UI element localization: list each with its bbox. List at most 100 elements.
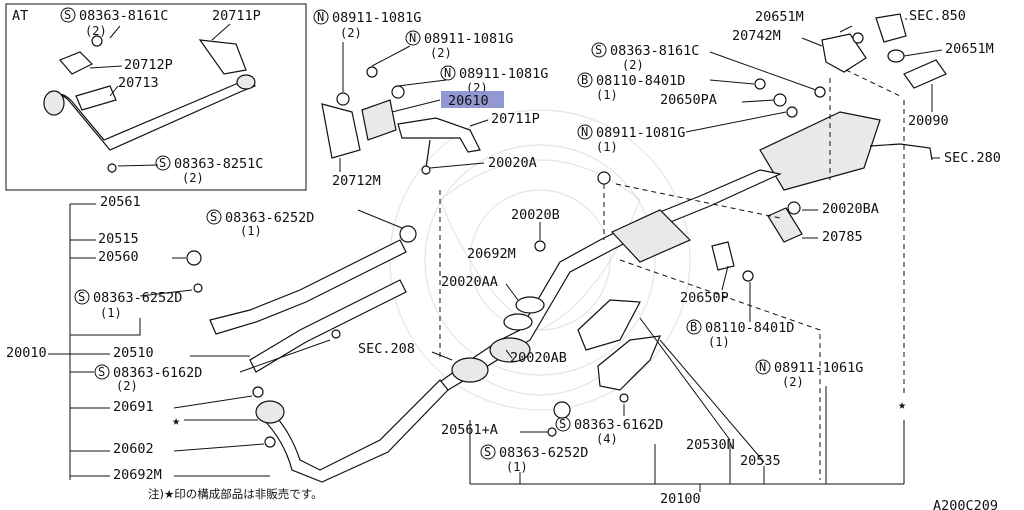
inset-bolt — [91, 35, 103, 47]
label-20020a[interactable]: 20020A — [488, 155, 537, 171]
bolt — [331, 329, 341, 339]
highlight-20610 — [441, 91, 504, 108]
label-sec-280[interactable]: SEC.280 — [944, 150, 1001, 166]
inset-bolt — [107, 163, 117, 173]
label-20090[interactable]: 20090 — [908, 113, 949, 129]
main-muffler — [759, 111, 881, 191]
label-08911-1081g-d[interactable]: 08911-1081G — [596, 125, 685, 141]
label-sec-208[interactable]: SEC.208 — [358, 341, 415, 357]
mount-20561a — [553, 401, 571, 419]
label-20650pa[interactable]: 20650PA — [660, 92, 717, 108]
nut — [852, 32, 864, 44]
label-20561a[interactable]: 20561+A — [441, 422, 498, 438]
diagram-id: A200C209 — [933, 498, 998, 510]
s-prefix: S — [159, 156, 166, 170]
label-08363-6162d-a[interactable]: 08363-6162D — [113, 365, 202, 381]
label-20020ab[interactable]: 20020AB — [510, 350, 567, 366]
label-20530n[interactable]: 20530N — [686, 437, 735, 453]
qty: (2) — [340, 26, 362, 40]
mid-right-group: 20020B 20020BA 20692M 20785 20020AA 2065… — [439, 169, 879, 480]
bolt — [814, 86, 826, 98]
inset-frame — [5, 3, 307, 191]
inset-bracket-20712p — [58, 51, 94, 75]
s-prefix: S — [595, 43, 602, 57]
label-20651m-top[interactable]: 20651M — [755, 9, 804, 25]
label-20100[interactable]: 20100 — [660, 491, 701, 507]
label-20650p[interactable]: 20650P — [680, 290, 729, 306]
gasket — [515, 296, 545, 314]
label-08911-1061g[interactable]: 08911-1061G — [774, 360, 863, 376]
hanger-20742m — [821, 33, 867, 73]
b-prefix: B — [581, 73, 588, 87]
label-20560[interactable]: 20560 — [98, 249, 139, 265]
qty: (1) — [506, 460, 528, 474]
label-20742m[interactable]: 20742M — [732, 28, 781, 44]
watermark-emblem — [389, 109, 691, 411]
gasket — [503, 313, 533, 331]
label-20510[interactable]: 20510 — [113, 345, 154, 361]
qty: (1) — [596, 88, 618, 102]
s-prefix: S — [210, 210, 217, 224]
n-prefix: N — [409, 31, 416, 45]
nut — [534, 240, 546, 252]
s-prefix: S — [78, 290, 85, 304]
inset-flange — [236, 74, 256, 90]
label-20712m[interactable]: 20712M — [332, 173, 381, 189]
heat-shield-20510 — [249, 279, 407, 373]
label-08911-1081g-c[interactable]: 08911-1081G — [459, 66, 548, 82]
qty: (2) — [85, 24, 107, 38]
label-08363-6162d-b[interactable]: 08363-6162D — [574, 417, 663, 433]
label-20535[interactable]: 20535 — [740, 453, 781, 469]
label-inset-20711p[interactable]: 20711P — [212, 8, 261, 24]
label-20010[interactable]: 20010 — [6, 345, 47, 361]
heat-shield-20530n — [577, 299, 641, 351]
label-20561[interactable]: 20561 — [100, 194, 141, 210]
inset-bracket-20711p — [198, 39, 247, 75]
label-inset-08363-8161c[interactable]: 08363-8161C — [79, 8, 168, 24]
bolt-head — [421, 165, 431, 175]
star-mark-right: ★ — [898, 397, 906, 413]
label-20020aa[interactable]: 20020AA — [441, 274, 498, 290]
label-20711p[interactable]: 20711P — [491, 111, 540, 127]
inset-flange — [43, 90, 65, 116]
front-exhaust-tube — [261, 379, 449, 483]
label-inset-20713[interactable]: 20713 — [118, 75, 159, 91]
label-inset-20712p[interactable]: 20712P — [124, 57, 173, 73]
label-20610[interactable]: 20610 — [448, 93, 489, 109]
rubber-20651m — [887, 49, 905, 63]
mount-20650p — [711, 241, 735, 271]
label-08363-6252d-c[interactable]: 08363-6252D — [499, 445, 588, 461]
label-20692m-bot[interactable]: 20692M — [113, 467, 162, 483]
s-prefix: S — [559, 417, 566, 431]
catalytic-converter — [451, 357, 489, 383]
top-right-group: 20651M SEC.850 20742M 20651M S 08363-816… — [577, 8, 1001, 396]
label-20651m-right[interactable]: 20651M — [945, 41, 994, 57]
label-20602[interactable]: 20602 — [113, 441, 154, 457]
bolt-08110 — [754, 78, 766, 90]
label-08110-8401d-top[interactable]: 08110-8401D — [596, 73, 685, 89]
label-20691[interactable]: 20691 — [113, 399, 154, 415]
label-08363-8161c[interactable]: 08363-8161C — [610, 43, 699, 59]
qty: (2) — [782, 375, 804, 389]
label-20785[interactable]: 20785 — [822, 229, 863, 245]
label-20020ba[interactable]: 20020BA — [822, 201, 879, 217]
label-20692m-mid[interactable]: 20692M — [467, 246, 516, 262]
n-prefix: N — [444, 66, 451, 80]
label-08911-1081g-a[interactable]: 08911-1081G — [332, 10, 421, 26]
qty: (2) — [182, 171, 204, 185]
label-20020b[interactable]: 20020B — [511, 207, 560, 223]
footnote: 注)★印の構成部品は非販売です。 — [148, 487, 323, 501]
s-mark — [155, 155, 171, 171]
label-08363-6252d-a[interactable]: 08363-6252D — [225, 210, 314, 226]
clamp-20560 — [186, 250, 202, 266]
label-inset-08363-8251c[interactable]: 08363-8251C — [174, 156, 263, 172]
label-sec-850[interactable]: SEC.850 — [909, 8, 966, 24]
s-mark — [60, 7, 76, 23]
inset-tag: AT — [12, 8, 28, 24]
label-08110-8401d-mid[interactable]: 08110-8401D — [705, 320, 794, 336]
gasket-20691 — [252, 386, 264, 398]
label-08911-1081g-b[interactable]: 08911-1081G — [424, 31, 513, 47]
at-inset: AT S 08363-8161C (2) 20711P 20712P 20713… — [5, 3, 307, 191]
label-20515[interactable]: 20515 — [98, 231, 139, 247]
